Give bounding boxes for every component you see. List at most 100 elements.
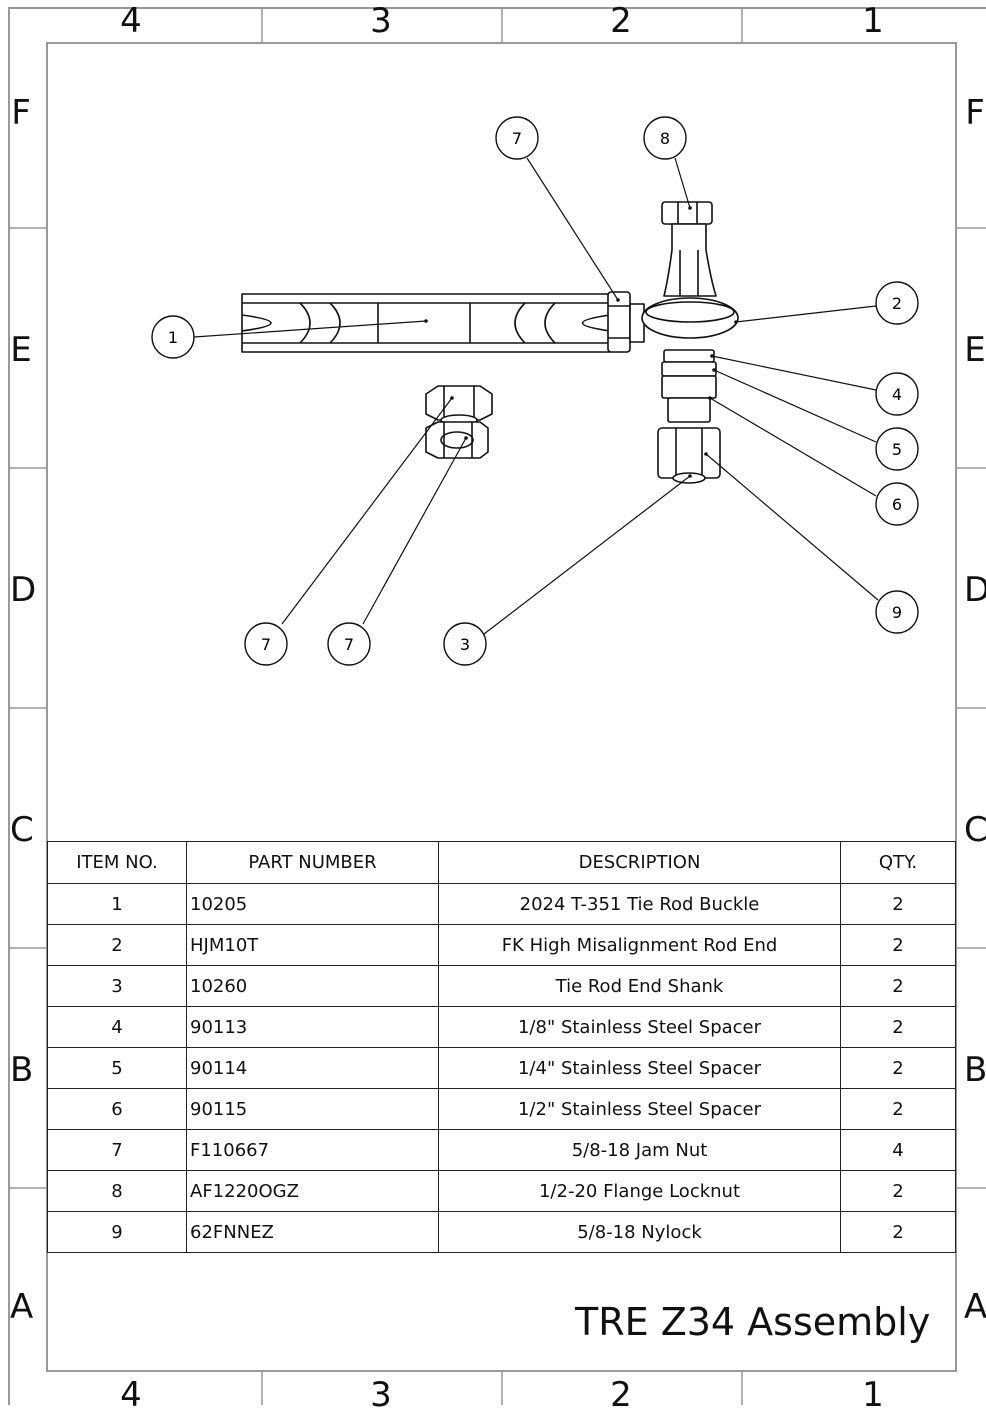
bom-header-qty: QTY.: [840, 841, 956, 884]
zone-col-top-2: 2: [610, 1, 632, 41]
bom-item: 8: [47, 1170, 187, 1212]
bom-header-row: ITEM NO. PART NUMBER DESCRIPTION QTY.: [47, 841, 956, 884]
bom-part-number: HJM10T: [186, 924, 439, 966]
table-row: 1 10205 2024 T-351 Tie Rod Buckle 2: [47, 883, 956, 925]
bom-qty: 2: [840, 1047, 956, 1089]
bom-description: 1/2" Stainless Steel Spacer: [438, 1088, 841, 1130]
bom-header-item: ITEM NO.: [47, 841, 187, 884]
zone-col-bottom-4: 4: [120, 1375, 142, 1415]
rod-end: [629, 297, 739, 343]
zone-row-left-E: E: [10, 330, 32, 370]
leader-lines: [193, 157, 879, 635]
bom-item: 3: [47, 965, 187, 1007]
zone-row-left-D: D: [10, 570, 37, 610]
bom-item: 1: [47, 883, 187, 925]
svg-text:1: 1: [168, 328, 178, 347]
zone-row-right-D: D: [964, 570, 986, 610]
assembly-drawing: [241, 201, 739, 484]
svg-text:8: 8: [660, 129, 670, 148]
balloon-9: 9: [875, 590, 919, 634]
table-row: 8 AF1220OGZ 1/2-20 Flange Locknut 2: [47, 1170, 956, 1212]
bom-description: 1/8" Stainless Steel Spacer: [438, 1006, 841, 1048]
bom-header-description: DESCRIPTION: [438, 841, 841, 884]
bom-item: 2: [47, 924, 187, 966]
bom-part-number: 90115: [186, 1088, 439, 1130]
zone-col-top-1: 1: [862, 1, 884, 41]
bom-qty: 2: [840, 1006, 956, 1048]
balloon-7-left: 7: [244, 622, 288, 666]
zone-col-bottom-2: 2: [610, 1375, 632, 1415]
bom-qty: 2: [840, 883, 956, 925]
loose-jam-nuts: [425, 385, 493, 459]
svg-text:7: 7: [344, 635, 354, 654]
balloon-1: 1: [151, 315, 195, 359]
drawing-title: TRE Z34 Assembly: [575, 1300, 931, 1344]
nylock-nut: [657, 427, 721, 484]
svg-text:6: 6: [892, 495, 902, 514]
zone-col-bottom-3: 3: [370, 1375, 392, 1415]
bom-item: 4: [47, 1006, 187, 1048]
bom-part-number: 90114: [186, 1047, 439, 1089]
svg-text:7: 7: [512, 129, 522, 148]
flange-locknut: [661, 201, 717, 297]
svg-text:2: 2: [892, 294, 902, 313]
balloon-7-top: 7: [495, 116, 539, 160]
zone-col-bottom-1: 1: [862, 1375, 884, 1415]
bom-part-number: 90113: [186, 1006, 439, 1048]
bom-part-number: 10260: [186, 965, 439, 1007]
zone-ticks: [9, 8, 986, 1405]
zone-row-right-A: A: [964, 1287, 986, 1327]
table-row: 5 90114 1/4" Stainless Steel Spacer 2: [47, 1047, 956, 1089]
bom-description: 2024 T-351 Tie Rod Buckle: [438, 883, 841, 925]
bom-item: 9: [47, 1211, 187, 1253]
balloon-3: 3: [443, 622, 487, 666]
table-row: 9 62FNNEZ 5/8-18 Nylock 2: [47, 1211, 956, 1253]
svg-text:4: 4: [892, 385, 902, 404]
bom-header-part-number: PART NUMBER: [186, 841, 439, 884]
table-row: 2 HJM10T FK High Misalignment Rod End 2: [47, 924, 956, 966]
balloon-7-mid: 7: [327, 622, 371, 666]
svg-text:3: 3: [460, 635, 470, 654]
balloon-2: 2: [875, 281, 919, 325]
balloon-5: 5: [875, 427, 919, 471]
bom-qty: 4: [840, 1129, 956, 1171]
balloon-4: 4: [875, 372, 919, 416]
bom-description: 1/4" Stainless Steel Spacer: [438, 1047, 841, 1089]
bom-part-number: 10205: [186, 883, 439, 925]
balloon-6: 6: [875, 482, 919, 526]
bom-description: FK High Misalignment Rod End: [438, 924, 841, 966]
bom-item: 7: [47, 1129, 187, 1171]
bom-description: Tie Rod End Shank: [438, 965, 841, 1007]
leader-dots: [424, 206, 738, 478]
svg-text:5: 5: [892, 440, 902, 459]
bom-item: 6: [47, 1088, 187, 1130]
zone-row-right-F: F: [965, 93, 985, 133]
bom-description: 5/8-18 Nylock: [438, 1211, 841, 1253]
bom-part-number: F110667: [186, 1129, 439, 1171]
bom-part-number: 62FNNEZ: [186, 1211, 439, 1253]
balloon-8: 8: [643, 116, 687, 160]
svg-text:9: 9: [892, 603, 902, 622]
table-row: 7 F110667 5/8-18 Jam Nut 4: [47, 1129, 956, 1171]
bom-qty: 2: [840, 1088, 956, 1130]
bom-description: 5/8-18 Jam Nut: [438, 1129, 841, 1171]
zone-row-right-C: C: [964, 810, 986, 850]
bom-item: 5: [47, 1047, 187, 1089]
bom-qty: 2: [840, 965, 956, 1007]
zone-row-right-B: B: [964, 1050, 986, 1090]
zone-col-top-4: 4: [120, 1, 142, 41]
table-row: 6 90115 1/2" Stainless Steel Spacer 2: [47, 1088, 956, 1130]
bom-qty: 2: [840, 924, 956, 966]
spacers: [661, 349, 717, 423]
bill-of-materials: ITEM NO. PART NUMBER DESCRIPTION QTY. 1 …: [47, 841, 956, 1253]
zone-row-left-B: B: [10, 1050, 34, 1090]
bom-qty: 2: [840, 1170, 956, 1212]
bom-part-number: AF1220OGZ: [186, 1170, 439, 1212]
zone-row-left-F: F: [11, 93, 31, 133]
zone-row-left-C: C: [10, 810, 34, 850]
zone-col-top-3: 3: [370, 1, 392, 41]
bom-description: 1/2-20 Flange Locknut: [438, 1170, 841, 1212]
table-row: 3 10260 Tie Rod End Shank 2: [47, 965, 956, 1007]
zone-row-right-E: E: [964, 330, 986, 370]
